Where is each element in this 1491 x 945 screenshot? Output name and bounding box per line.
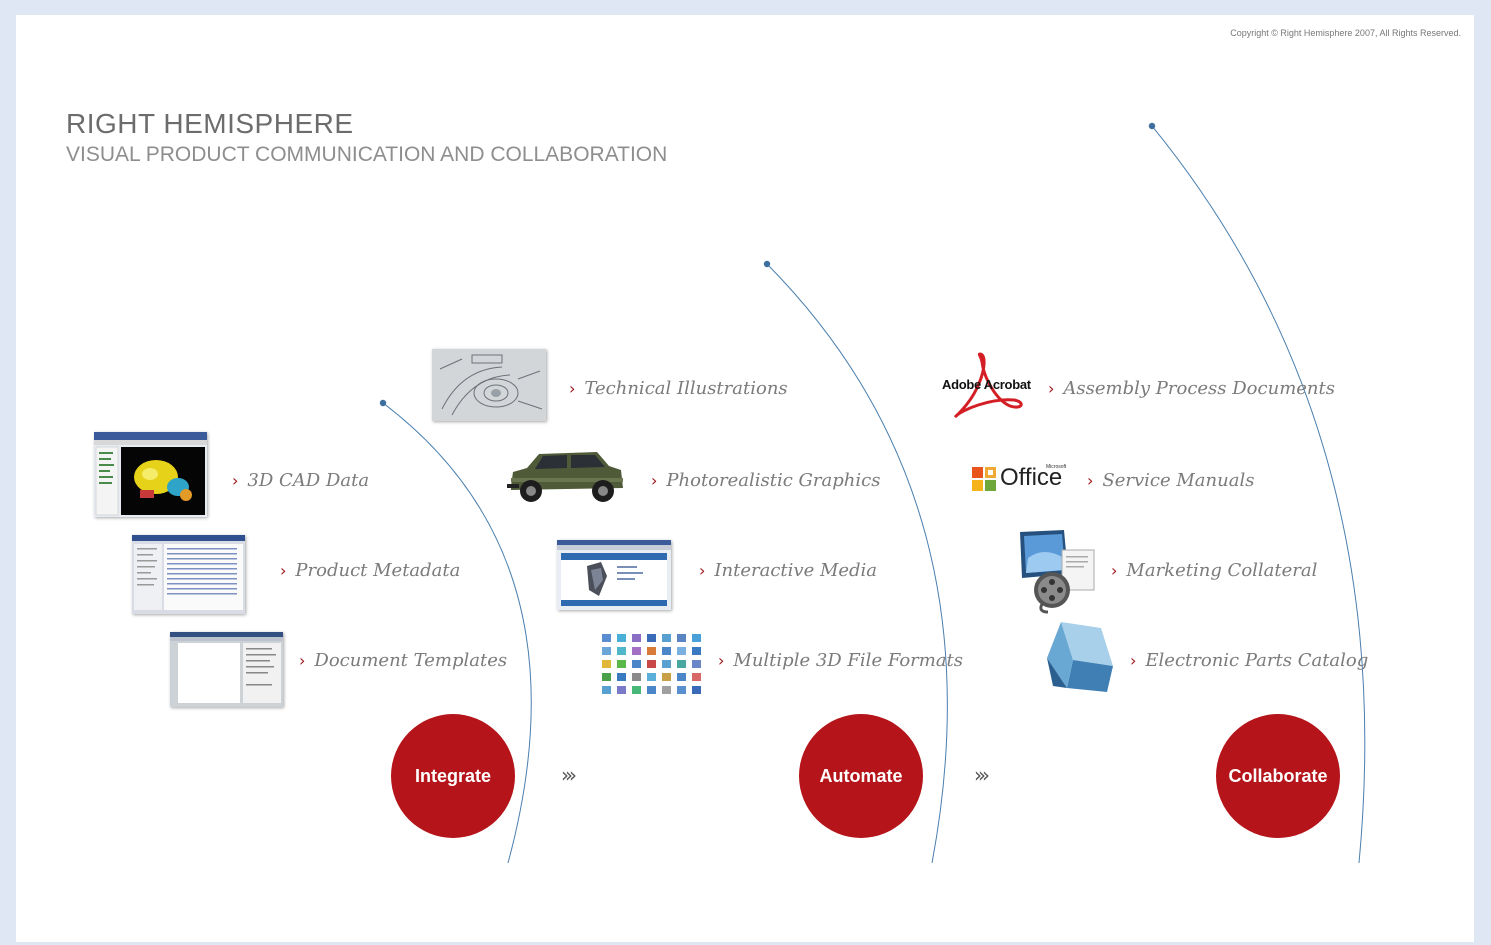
item-label: Technical Illustrations [584,378,788,399]
chevron-right-icon: › [569,379,576,398]
adobe-logo-text: Adobe Acrobat [942,377,1031,392]
list-item-service-manuals: › Service Manuals [1087,470,1254,491]
automate-arc-dot [763,260,771,268]
integrate-arc-dot [379,399,387,407]
3d-box-icon [1043,618,1119,698]
copyright-text: Copyright © Right Hemisphere 2007, All R… [1230,28,1461,38]
suv-photo-icon [505,446,627,508]
item-label: 3D CAD Data [247,470,370,491]
chevron-right-icon: › [232,471,239,490]
stage-automate: Automate [799,714,923,838]
chevrons-right-icon: ››› [974,763,990,787]
page-title: RIGHT HEMISPHERE [66,108,354,139]
chevron-right-icon: › [699,561,706,580]
media-monitor-icon [1014,528,1098,614]
list-item-product-metadata: › Product Metadata [280,560,460,581]
list-item-technical-illustrations: › Technical Illustrations [569,378,788,399]
list-item-assembly-process-documents: › Assembly Process Documents [1048,378,1335,399]
chevron-right-icon: › [718,651,725,670]
template-screenshot-icon [170,632,283,707]
stage-collaborate: Collaborate [1216,714,1340,838]
list-item-marketing-collateral: › Marketing Collateral [1111,560,1317,581]
metadata-screenshot-icon [132,535,245,614]
chevron-right-icon: › [1130,651,1137,670]
file-format-grid-icon [600,632,704,702]
interactive-media-screenshot-icon [557,540,671,610]
chevron-right-icon: › [1087,471,1094,490]
collaborate-arc-dot [1148,122,1156,130]
item-label: Service Manuals [1102,470,1255,491]
microsoft-office-logo-icon: Office Microsoft [972,463,1076,497]
automate-arc [766,263,948,864]
item-label: Marketing Collateral [1126,560,1318,581]
cad-screenshot-icon [94,432,207,517]
illustration-thumbnail-icon [432,349,546,421]
item-label: Interactive Media [714,560,878,581]
integrate-arc [382,402,532,864]
office-logo-text: Office [1000,464,1063,491]
item-label: Electronic Parts Catalog [1145,650,1369,671]
list-item-interactive-media: › Interactive Media [699,560,877,581]
stage-integrate: Integrate [391,714,515,838]
chevrons-right-icon: ››› [561,763,577,787]
list-item-photorealistic-graphics: › Photorealistic Graphics [651,470,880,491]
item-label: Photorealistic Graphics [666,470,881,491]
list-item-electronic-parts-catalog: › Electronic Parts Catalog [1130,650,1368,671]
item-label: Assembly Process Documents [1063,378,1335,399]
adobe-acrobat-logo-icon: Adobe Acrobat [940,350,1032,422]
page-subtitle: VISUAL PRODUCT COMMUNICATION AND COLLABO… [66,143,668,166]
collaborate-arc [1151,125,1366,864]
chevron-right-icon: › [280,561,287,580]
slide: Copyright © Right Hemisphere 2007, All R… [16,15,1474,942]
chevron-right-icon: › [299,651,306,670]
chevron-right-icon: › [651,471,658,490]
list-item-document-templates: › Document Templates [299,650,507,671]
chevron-right-icon: › [1048,379,1055,398]
item-label: Document Templates [314,650,508,671]
item-label: Product Metadata [295,560,461,581]
microsoft-logo-small-text: Microsoft [1046,464,1067,470]
list-item-multiple-3d-file-formats: › Multiple 3D File Formats [718,650,963,671]
chevron-right-icon: › [1111,561,1118,580]
list-item-3d-cad-data: › 3D CAD Data [232,470,369,491]
item-label: Multiple 3D File Formats [733,650,964,671]
